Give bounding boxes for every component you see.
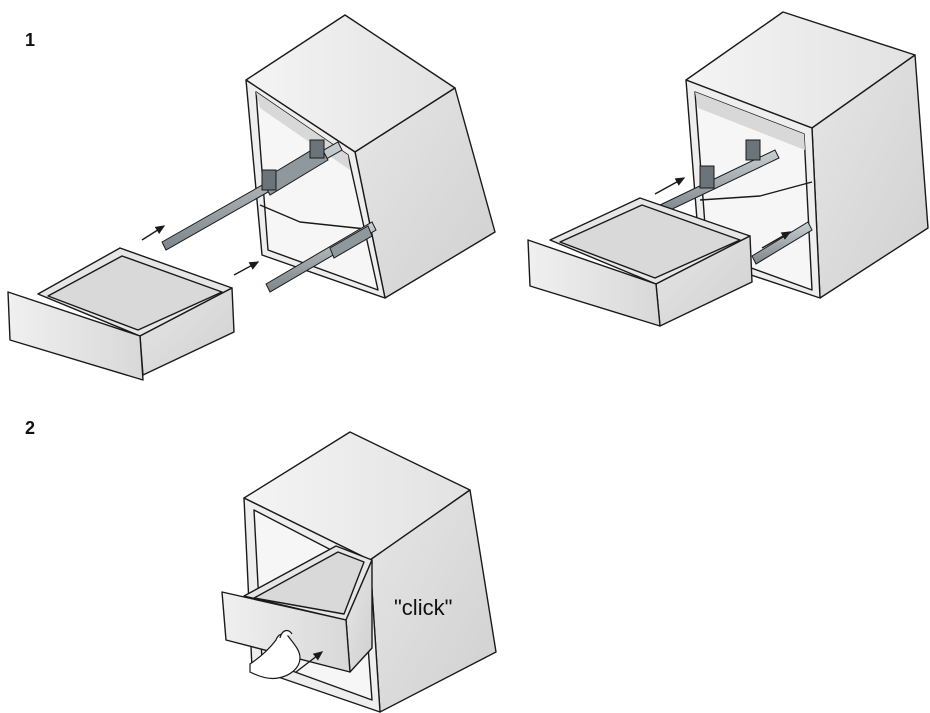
slide-rail-lower-1a	[265, 221, 377, 293]
hand-icon	[249, 629, 301, 680]
step-2-number: 2	[25, 418, 36, 438]
drawer-1a	[7, 247, 235, 381]
slide-rail-upper-1b	[659, 139, 780, 214]
step-1-number: 1	[25, 30, 36, 50]
arrow-icon	[654, 177, 686, 195]
slide-rail-upper-1a	[161, 139, 343, 251]
drawer-1b	[527, 197, 753, 327]
cabinet-1a	[245, 14, 496, 299]
arrow-icon	[141, 225, 166, 241]
arrow-icon	[761, 231, 792, 249]
arrow-icon	[295, 651, 324, 673]
click-annotation: "click"	[394, 595, 452, 620]
arrow-icon	[233, 261, 260, 276]
